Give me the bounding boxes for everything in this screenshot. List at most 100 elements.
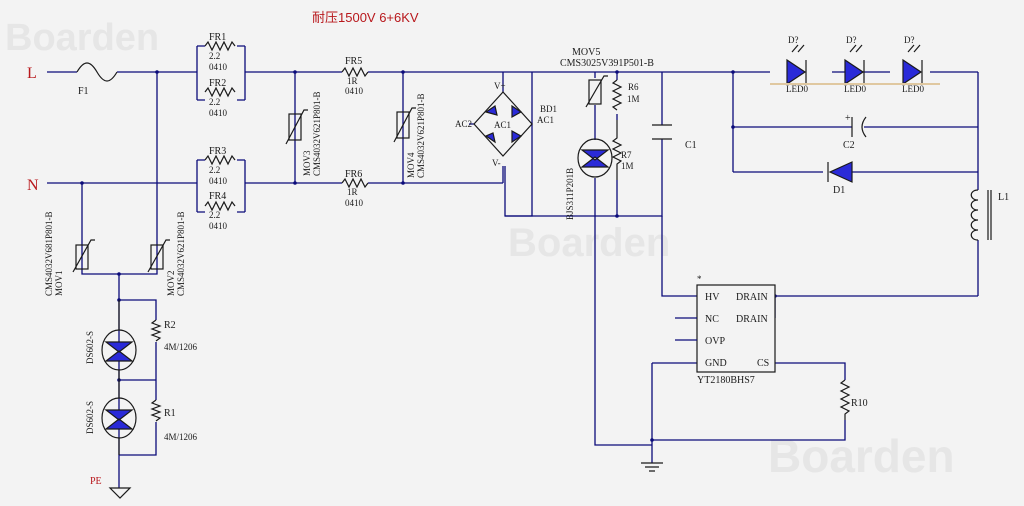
led-3: D? LED0	[902, 35, 924, 94]
earth-terminal-label: PE	[90, 476, 102, 487]
resistor-r1: R1 4M/1206	[150, 399, 198, 442]
bd1-vplus: V+	[494, 81, 506, 91]
varistor-mov4: MOV4 CMS4032V621P801-B	[393, 93, 426, 178]
neutral-terminal-label: N	[27, 177, 39, 194]
r2-val: 4M/1206	[164, 342, 198, 352]
fr2-size: 0410	[209, 108, 228, 118]
ic-pin-drain-2: DRAIN	[736, 314, 768, 325]
resistor-r7: R7 1M	[611, 120, 634, 180]
ic-part: YT2180BHS7	[697, 375, 755, 386]
fr1-val: 2.2	[209, 51, 220, 61]
ic-pin-hv: HV	[705, 292, 720, 303]
ic-pin-cs: CS	[757, 358, 769, 369]
c1-ref: C1	[685, 140, 697, 151]
fr2-val: 2.2	[209, 97, 220, 107]
fr6-size: 0410	[345, 198, 364, 208]
fuse-f1-label: F1	[78, 86, 89, 97]
resistor-r10: R10	[839, 379, 868, 420]
resistor-fr5: FR5 1R 0410	[341, 56, 369, 96]
led-3-ref: D?	[904, 35, 915, 45]
led-2-ref: D?	[846, 35, 857, 45]
fr5-ref: FR5	[345, 56, 362, 67]
resistor-fr4: FR4 2.2 0410	[204, 191, 236, 231]
led-1-val: LED0	[786, 84, 808, 94]
mov4-ref: MOV4	[406, 152, 416, 178]
led-2-val: LED0	[844, 84, 866, 94]
line-terminal-label: L	[27, 65, 37, 82]
fr3-size: 0410	[209, 176, 228, 186]
led-1-ref: D?	[788, 35, 799, 45]
resistor-r2: R2 4M/1206	[150, 319, 198, 352]
ic-pin-ovp: OVP	[705, 336, 725, 347]
mov2-part: CMS4032V621P801-B	[176, 211, 186, 296]
mov5-ref: MOV5	[572, 47, 600, 58]
l1-ref: L1	[998, 192, 1009, 203]
bridge-rectifier-bd1: V+ V- AC2 AC1 AC1 BD1	[455, 81, 557, 168]
earth-ground-symbol	[108, 487, 132, 499]
watermark-bottom-right: Boarden	[768, 430, 955, 482]
resistor-fr6: FR6 1R 0410	[341, 169, 369, 208]
ic-pin-gnd: GND	[705, 358, 727, 369]
fr6-ref: FR6	[345, 169, 362, 180]
fr1-ref: FR1	[209, 32, 226, 43]
tvs-part: BJS311P201B	[565, 168, 575, 220]
mov5-part: CMS3025V391P501-B	[560, 58, 654, 69]
fr6-val: 1R	[347, 187, 358, 197]
bd1-vminus: V-	[492, 158, 501, 168]
mov2-ref: MOV2	[166, 270, 176, 296]
varistor-mov3: MOV3 CMS4032V621P801-B	[285, 91, 322, 176]
watermark-top-left: Boarden	[5, 17, 159, 59]
resistor-r6: R6 1M	[611, 79, 640, 111]
led-3-val: LED0	[902, 84, 924, 94]
r2-ref: R2	[164, 320, 176, 331]
ic-pin-nc: NC	[705, 314, 719, 325]
fr5-val: 1R	[347, 76, 358, 86]
r10-ref: R10	[851, 398, 868, 409]
varistor-mov5: MOV5 CMS3025V391P501-B	[560, 47, 654, 108]
fuse-f1-symbol	[76, 62, 118, 82]
fr4-size: 0410	[209, 221, 228, 231]
mov3-part: CMS4032V621P801-B	[312, 91, 322, 176]
fr4-val: 2.2	[209, 210, 220, 220]
fr3-ref: FR3	[209, 146, 226, 157]
ic-marker: *	[697, 274, 702, 284]
diode-d1: D1	[827, 161, 853, 196]
r7-ref: R7	[621, 150, 632, 160]
r1-val: 4M/1206	[164, 432, 198, 442]
tvs-diode: BJS311P201B	[565, 138, 613, 220]
varistor-mov1: CMS4032V681P801-B MOV1	[44, 211, 95, 296]
mov1-ref: MOV1	[54, 270, 64, 296]
r1-ref: R1	[164, 408, 176, 419]
bd1-center: AC1	[494, 120, 511, 130]
ic-nc-ovp-stubs	[675, 317, 697, 341]
ic-pin-drain-1: DRAIN	[736, 292, 768, 303]
watermark-center: Boarden	[508, 221, 670, 265]
fr4-ref: FR4	[209, 191, 226, 202]
mov4-part: CMS4032V621P801-B	[416, 93, 426, 178]
r7-val: 1M	[621, 161, 634, 171]
d1-ref: D1	[833, 185, 845, 196]
mov1-part: CMS4032V681P801-B	[44, 211, 54, 296]
bd1-ac2: AC2	[455, 119, 472, 129]
capacitor-c1: C1	[652, 124, 697, 151]
fr3-val: 2.2	[209, 165, 220, 175]
diagram-title: 耐压1500V 6+6KV	[312, 10, 419, 25]
r6-ref: R6	[628, 82, 639, 92]
fr5-size: 0410	[345, 86, 364, 96]
c2-plus: +	[845, 113, 851, 124]
circuit-ground-symbol	[641, 462, 663, 472]
varistor-mov2: MOV2 CMS4032V621P801-B	[147, 211, 186, 296]
discharge-tube-ds1: DS602-S	[85, 300, 137, 380]
resistor-fr3: FR3 2.2 0410	[204, 146, 236, 186]
led-1: D? LED0	[786, 35, 808, 94]
junction-dots	[80, 70, 777, 442]
led-2: D? LED0	[844, 35, 866, 94]
c2-ref: C2	[843, 140, 855, 151]
resistor-fr1: FR1 2.2 0410	[204, 32, 236, 72]
capacitor-c2: + C2	[843, 113, 867, 151]
bd1-ac1: AC1	[537, 115, 554, 125]
r6-val: 1M	[627, 94, 640, 104]
resistor-fr2: FR2 2.2 0410	[204, 78, 236, 118]
ds1-label: DS602-S	[85, 331, 95, 364]
